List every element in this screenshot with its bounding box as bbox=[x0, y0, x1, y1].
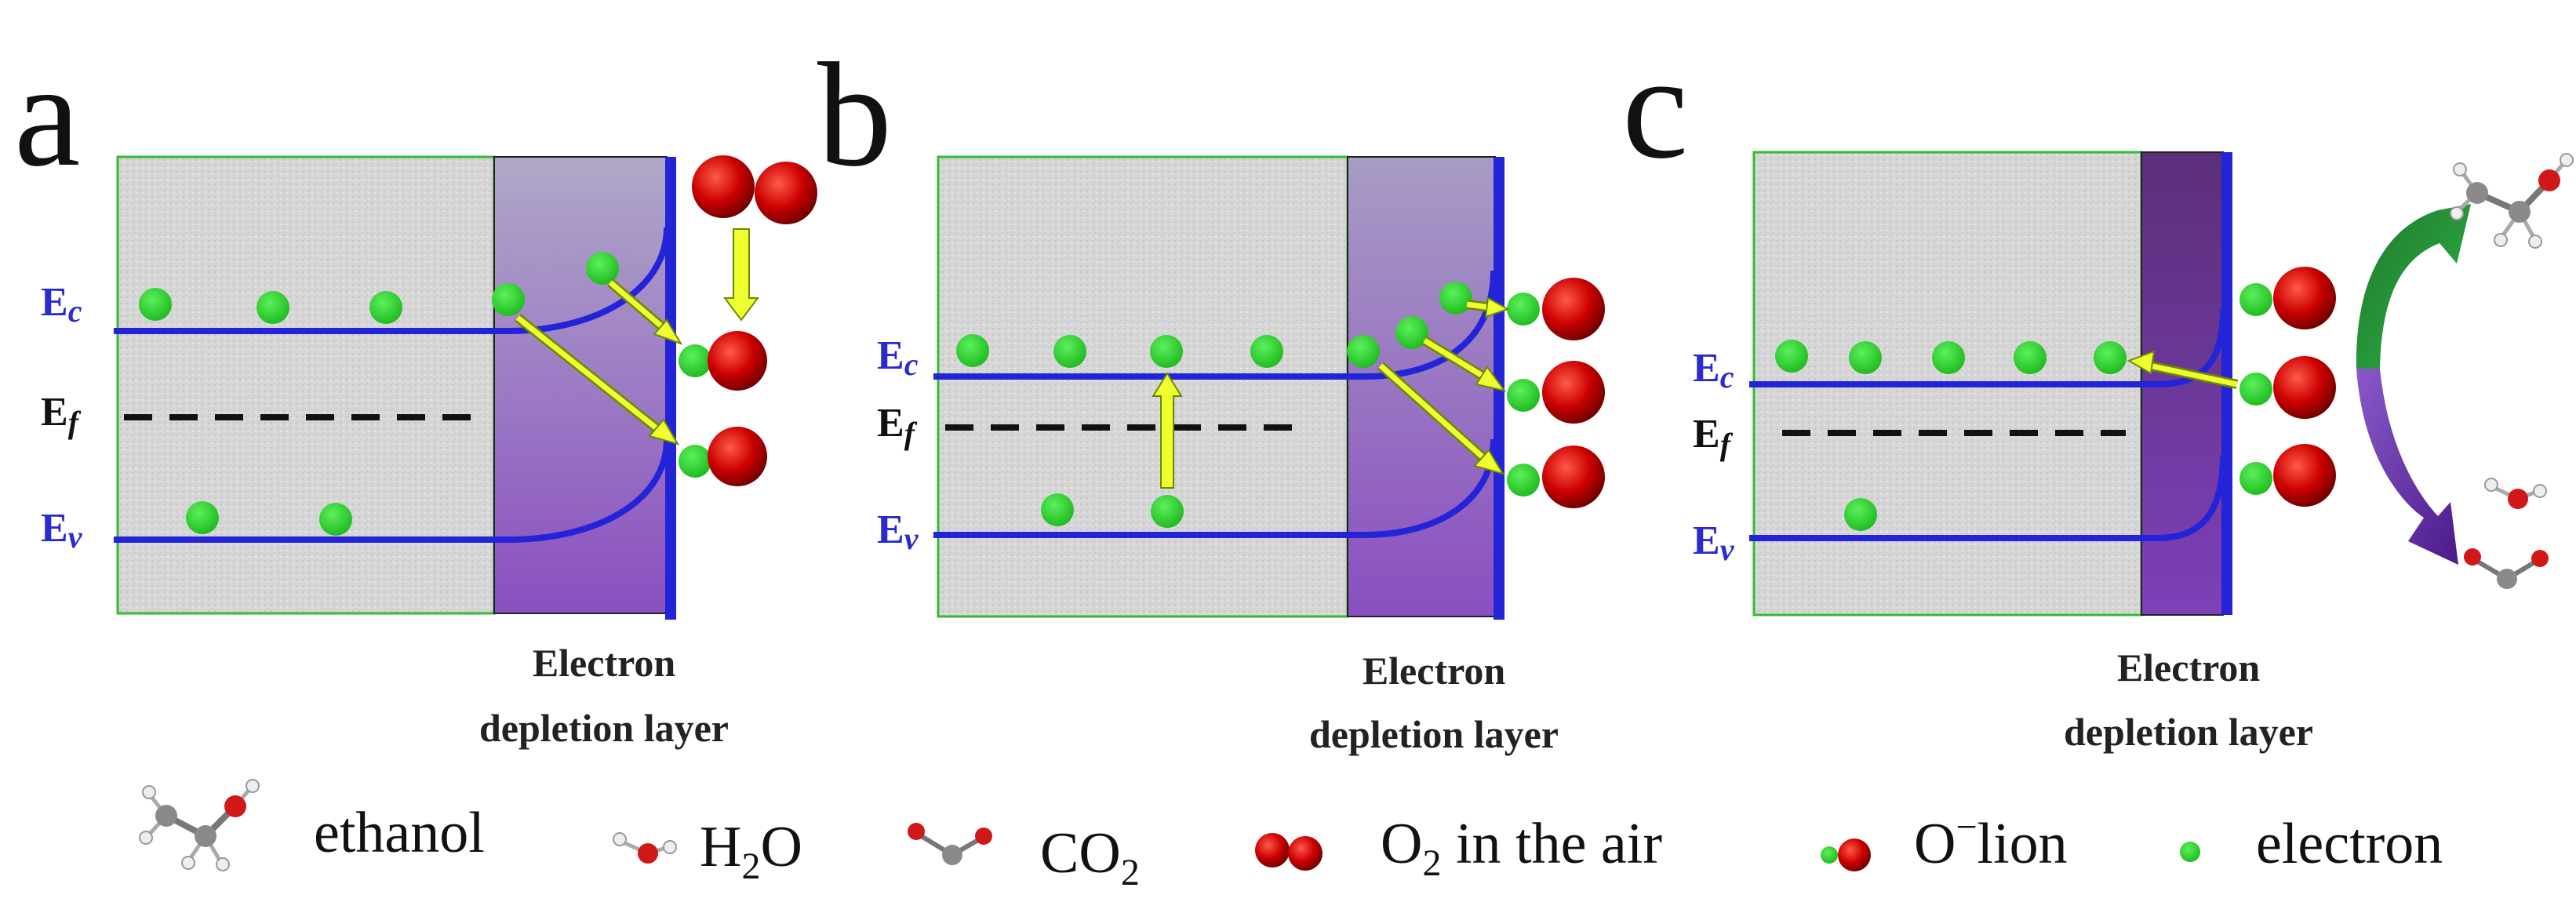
electron bbox=[1507, 293, 1540, 326]
o-ion bbox=[708, 427, 767, 486]
electron bbox=[679, 344, 711, 377]
o2-molecule-atom bbox=[755, 162, 817, 224]
electron-transfer-arrow bbox=[1466, 296, 1510, 318]
electron bbox=[186, 501, 219, 534]
electron bbox=[956, 334, 989, 367]
legend-co2-label: CO2 bbox=[1040, 821, 1140, 893]
ev-label: Ev bbox=[877, 507, 919, 556]
electron bbox=[139, 288, 172, 321]
panel-letter-a: a bbox=[14, 33, 80, 198]
legend-electron-label: electron bbox=[2256, 812, 2443, 876]
caption-line-1: Electron bbox=[2117, 646, 2261, 689]
electron bbox=[2239, 373, 2272, 406]
electron bbox=[492, 283, 525, 316]
caption-line-2: depletion layer bbox=[1309, 712, 1559, 756]
panel-b: b Ec Ef Ev bbox=[817, 33, 1605, 756]
excitation-arrow bbox=[1152, 372, 1183, 489]
electron bbox=[586, 252, 619, 285]
depletion-layer bbox=[1347, 156, 1496, 617]
electron-transfer-arrow bbox=[607, 278, 683, 345]
electron bbox=[2094, 341, 2127, 374]
legend: ethanol H2O CO2 O2 in the air O−lion bbox=[139, 779, 2443, 893]
electron-transfer-arrow bbox=[1421, 336, 1507, 392]
o-ion bbox=[2273, 356, 2336, 419]
co2-molecule-icon bbox=[2464, 548, 2549, 589]
electron bbox=[1439, 282, 1472, 315]
ec-label: Ec bbox=[41, 280, 82, 329]
panel-letter-b: b bbox=[817, 33, 892, 198]
ef-label: Ef bbox=[877, 401, 918, 451]
valence-band bbox=[114, 438, 670, 543]
caption-line-2: depletion layer bbox=[479, 706, 729, 750]
electron bbox=[1347, 335, 1380, 368]
electron bbox=[1151, 495, 1184, 528]
water-molecule-icon bbox=[2484, 478, 2547, 509]
electron bbox=[257, 291, 289, 324]
electron bbox=[1150, 335, 1183, 368]
electron-transfer-arrow bbox=[515, 314, 680, 446]
panel-c: c Ec Ef Ev bbox=[1622, 25, 2574, 754]
legend-o-ion-icon bbox=[1821, 838, 1871, 871]
electron bbox=[679, 445, 711, 478]
adsorption-arrow bbox=[723, 228, 759, 322]
o-ion bbox=[2273, 267, 2336, 329]
electron bbox=[1507, 379, 1540, 412]
electron-return-arrow bbox=[2127, 350, 2239, 389]
electron bbox=[319, 503, 352, 536]
valence-band bbox=[1749, 454, 2226, 541]
o-ion bbox=[1542, 361, 1605, 424]
electron bbox=[2014, 341, 2047, 374]
legend-ethanol-icon bbox=[139, 779, 260, 871]
caption-line-2: depletion layer bbox=[2064, 710, 2313, 754]
legend-o-ion-label: O−lion bbox=[1914, 806, 2068, 876]
electron bbox=[2239, 283, 2272, 316]
electron bbox=[2239, 462, 2272, 495]
ec-label: Ec bbox=[1693, 346, 1734, 395]
legend-co2-icon bbox=[908, 823, 992, 865]
depletion-layer bbox=[493, 156, 668, 614]
electron bbox=[1849, 341, 1882, 374]
ethanol-molecule-icon bbox=[2450, 153, 2574, 249]
electron bbox=[1250, 335, 1283, 368]
legend-o2-icon bbox=[1255, 833, 1323, 871]
legend-h2o-label: H2O bbox=[700, 815, 802, 887]
ev-label: Ev bbox=[1693, 518, 1735, 567]
o-ion bbox=[2273, 444, 2336, 507]
electron bbox=[1507, 464, 1540, 497]
surface-line bbox=[665, 157, 676, 620]
electron bbox=[1932, 341, 1965, 374]
ec-label: Ec bbox=[877, 333, 919, 382]
ev-label: Ev bbox=[41, 506, 83, 555]
legend-o2-label: O2 in the air bbox=[1381, 812, 1662, 884]
electron bbox=[1053, 335, 1086, 368]
legend-ethanol-label: ethanol bbox=[314, 801, 485, 865]
o-ion bbox=[1542, 446, 1605, 508]
ef-label: Ef bbox=[1693, 412, 1734, 462]
ef-label: Ef bbox=[41, 390, 82, 440]
electron bbox=[369, 291, 402, 324]
caption-line-1: Electron bbox=[1363, 649, 1506, 693]
conduction-band bbox=[1749, 309, 2226, 387]
semiconductor-bulk bbox=[116, 155, 496, 615]
panel-a: a Ec Ef Ev bbox=[14, 33, 817, 750]
electron bbox=[1041, 493, 1074, 526]
electron-transfer-arrow bbox=[1377, 362, 1505, 475]
electron bbox=[1395, 316, 1428, 349]
semiconductor-bulk bbox=[937, 155, 1349, 618]
legend-electron-icon bbox=[2180, 842, 2200, 862]
ethanol-adsorption-arrow bbox=[2356, 204, 2471, 369]
o-ion bbox=[1542, 278, 1605, 340]
electron bbox=[1844, 498, 1877, 531]
o-ion bbox=[708, 331, 767, 391]
product-desorption-arrow bbox=[2356, 369, 2458, 565]
panel-letter-c: c bbox=[1622, 25, 1688, 190]
legend-water-icon bbox=[613, 832, 677, 864]
o2-molecule-atom bbox=[692, 155, 755, 218]
electron bbox=[1775, 340, 1808, 373]
caption-line-1: Electron bbox=[533, 641, 676, 685]
